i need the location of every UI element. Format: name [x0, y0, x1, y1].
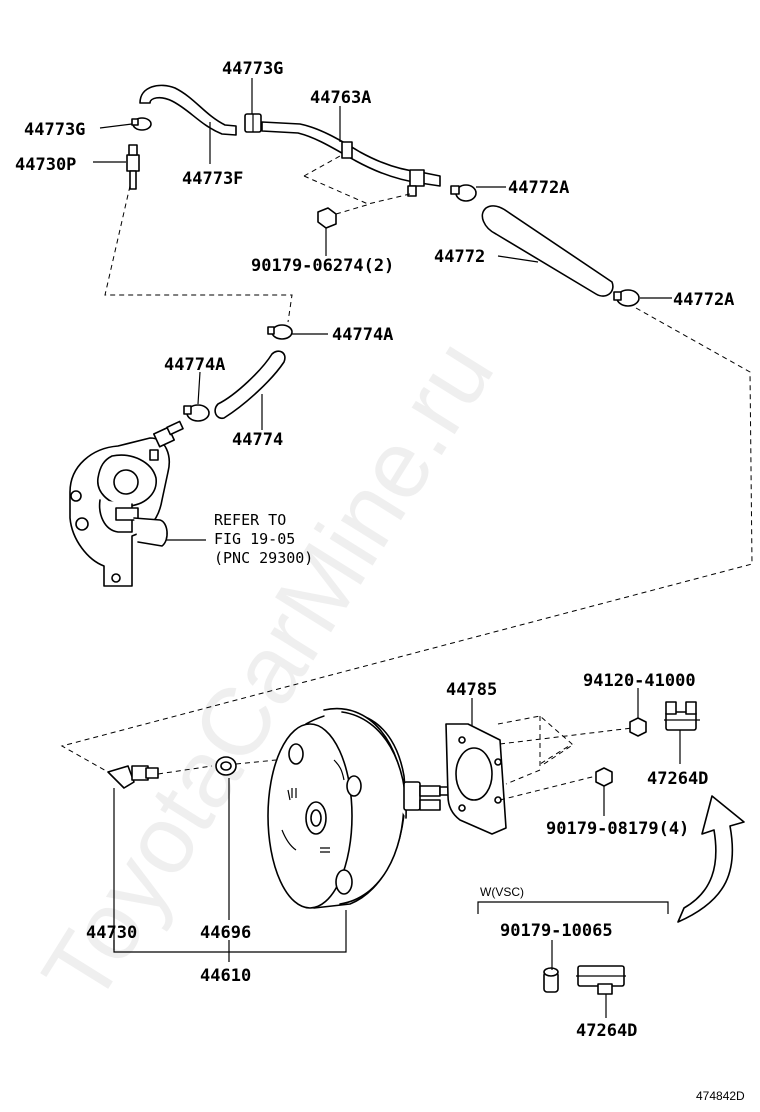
- bolt-90179-06274[interactable]: [317, 207, 337, 229]
- label-44774A-left: 44774A: [164, 355, 225, 375]
- nut-90179-10065[interactable]: [543, 967, 559, 993]
- clamp-44773G-top[interactable]: [244, 113, 262, 133]
- label-44610: 44610: [200, 966, 251, 986]
- part-labels: 44773G 44773G 44730P 44773F 44763A 44772…: [15, 59, 745, 1103]
- check-valve-44730[interactable]: [107, 765, 159, 789]
- refer-note-line1: REFER TO: [214, 511, 286, 529]
- label-90179-06274: 90179-06274(2): [251, 256, 394, 276]
- diagram-id: 474842D: [696, 1089, 745, 1103]
- label-44785: 44785: [446, 680, 497, 700]
- label-44696: 44696: [200, 923, 251, 943]
- check-valve-44763A[interactable]: [341, 141, 425, 197]
- label-44773G-top: 44773G: [222, 59, 283, 79]
- booster-inlet-line: [157, 759, 277, 775]
- clamp-44772A-right[interactable]: [613, 289, 640, 307]
- label-44774: 44774: [232, 430, 283, 450]
- label-44773F: 44773F: [182, 169, 243, 189]
- label-44772A-right: 44772A: [673, 290, 734, 310]
- clamp-44773G-left[interactable]: [131, 117, 152, 131]
- label-44774A-upper: 44774A: [332, 325, 393, 345]
- refer-note-line2: FIG 19-05: [214, 530, 295, 548]
- clamp-44774A-lower[interactable]: [183, 404, 210, 422]
- label-44772A-upper: 44772A: [508, 178, 569, 198]
- label-94120-41000: 94120-41000: [583, 671, 696, 691]
- vsc-variant: [477, 795, 745, 995]
- label-44730P: 44730P: [15, 155, 76, 175]
- vsc-label: W(VSC): [480, 885, 524, 899]
- booster-nut-lines: [499, 727, 633, 801]
- vsc-bracket: [477, 901, 669, 914]
- brake-booster-44610[interactable]: [267, 707, 455, 909]
- clevis-47264D-upper[interactable]: [664, 701, 700, 731]
- refer-note-line3: (PNC 29300): [214, 549, 313, 567]
- label-44763A: 44763A: [310, 88, 371, 108]
- vacuum-pump[interactable]: [69, 420, 184, 587]
- check-valve-44730P[interactable]: [126, 144, 140, 190]
- label-44730: 44730: [86, 923, 137, 943]
- grommet-44696[interactable]: [215, 756, 237, 776]
- assembly-line-left: [104, 185, 293, 323]
- bolt-90179-08179[interactable]: [595, 767, 613, 787]
- bolt-leader-dash: [335, 203, 371, 215]
- alternative-arrow: [677, 795, 745, 923]
- watermark-text: ToyotaCarMine.ru: [22, 322, 514, 1021]
- hose-44773F[interactable]: [139, 84, 237, 136]
- assembly-line-route: [60, 307, 753, 773]
- label-90179-10065: 90179-10065: [500, 921, 613, 941]
- label-44773G-left: 44773G: [24, 120, 85, 140]
- upper-hose-assembly: [126, 84, 640, 307]
- label-47264D-upper: 47264D: [647, 769, 708, 789]
- label-leaders: [93, 78, 681, 1018]
- nut-94120-41000[interactable]: [629, 717, 647, 737]
- clamp-44774A-upper[interactable]: [267, 324, 293, 340]
- clamp-44772A-upper[interactable]: [450, 184, 477, 202]
- hose-44772[interactable]: [481, 205, 614, 297]
- watermark: ToyotaCarMine.ru: [22, 322, 514, 1021]
- hose-44774[interactable]: [214, 350, 286, 420]
- label-90179-08179: 90179-08179(4): [546, 819, 689, 839]
- label-44772: 44772: [434, 247, 485, 267]
- leader-44610: [113, 910, 347, 962]
- label-47264D-lower: 47264D: [576, 1021, 637, 1041]
- pump-hose-assembly: [69, 185, 293, 587]
- gasket-44785[interactable]: [445, 723, 507, 835]
- assembly-line-upper: [303, 155, 411, 205]
- clevis-47264D-lower[interactable]: [576, 965, 626, 995]
- gasket-box-dash: [497, 715, 573, 785]
